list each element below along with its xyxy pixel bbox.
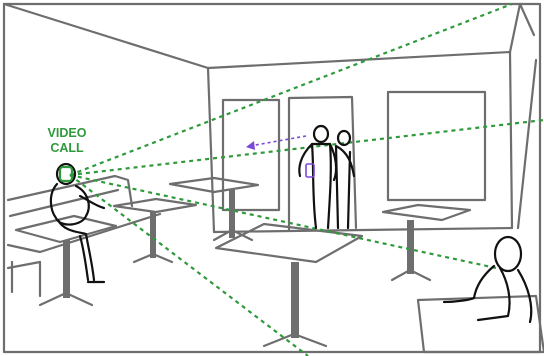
front-right-person [442,235,533,324]
person-in-doorway [334,129,356,230]
table-back-left [168,176,260,242]
table-front-left [14,214,118,307]
wall-windows [221,90,487,212]
table-mid-left [112,197,198,264]
doorway [287,95,358,232]
phone-icon [305,163,315,178]
seated-person [49,162,106,284]
table-right [381,203,472,282]
video-call-label-line1: VIDEO [47,126,87,140]
video-call-label-line2: CALL [50,141,84,155]
table-front-right [416,294,544,354]
gaze-lines [69,2,544,356]
video-call-label: VIDEO CALL [36,126,98,156]
table-center [214,222,364,348]
glance-arrow [246,135,307,150]
person-in-doorway-with-phone [298,124,338,230]
bench [6,174,162,298]
phone-icon [58,165,74,183]
